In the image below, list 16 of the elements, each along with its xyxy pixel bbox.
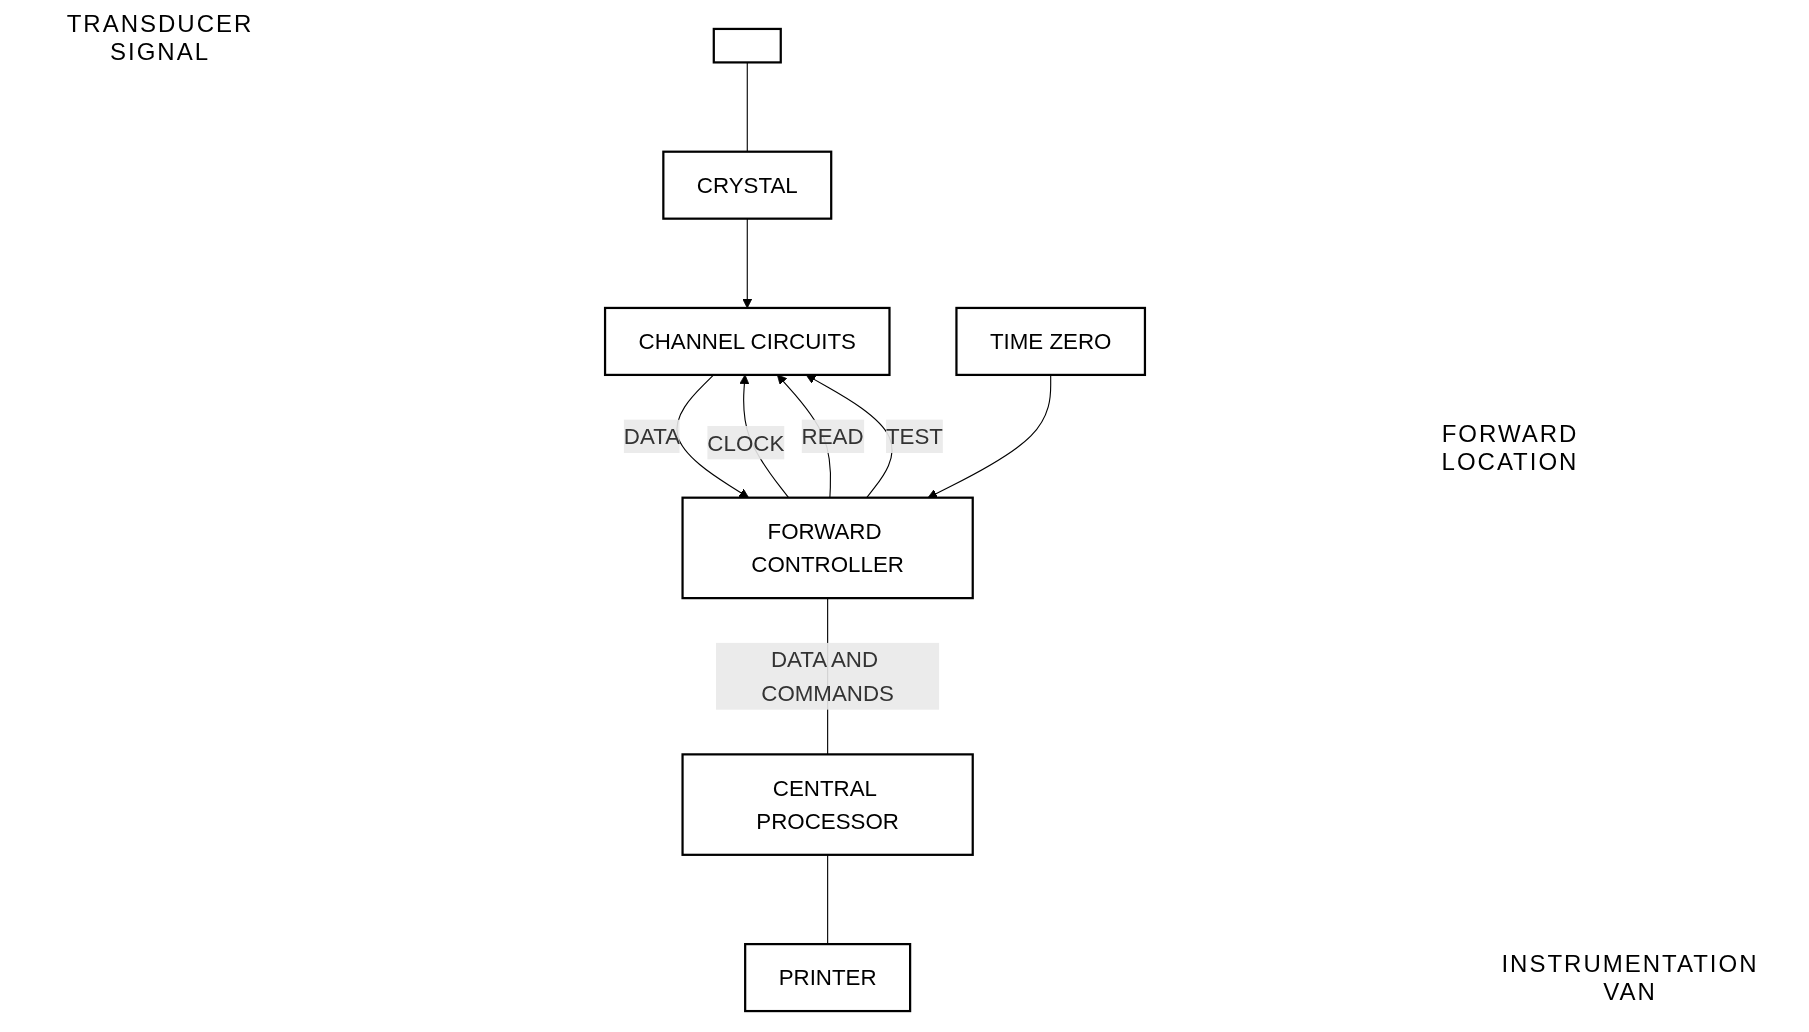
edge-label: DATA AND COMMANDS (761, 647, 894, 706)
region-label: TRANSDUCER SIGNAL (65, 10, 255, 66)
node-box: CHANNEL CIRCUITS (603, 306, 891, 377)
edge-label: TEST (885, 424, 944, 449)
node-box: TIME ZERO (955, 306, 1147, 377)
node-box: PRINTER (744, 943, 912, 1013)
edge-label: CLOCK (707, 430, 785, 455)
node-box: FORWARD CONTROLLER (681, 496, 974, 600)
edge-label: DATA (623, 424, 681, 449)
region-label: FORWARD LOCATION (1440, 420, 1580, 476)
node-box (712, 27, 782, 64)
node-box: CENTRAL PROCESSOR (681, 753, 974, 856)
connector (827, 854, 829, 945)
region-label: INSTRUMENTATION VAN (1500, 950, 1760, 1006)
node-box: CRYSTAL (662, 150, 833, 220)
edge-label: READ (801, 424, 864, 449)
